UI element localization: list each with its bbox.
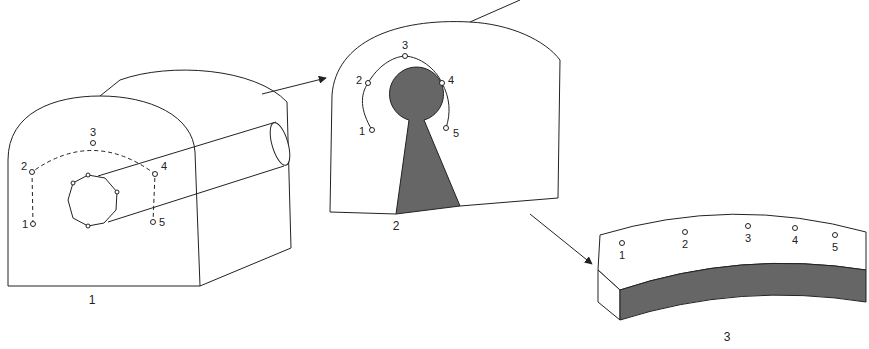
point-number: 3 bbox=[402, 40, 408, 51]
point-number: 4 bbox=[161, 161, 167, 172]
point-number: 1 bbox=[359, 126, 365, 137]
point-number: 1 bbox=[22, 219, 28, 230]
point-number: 2 bbox=[682, 239, 688, 250]
point-number: 4 bbox=[448, 75, 454, 86]
point-number: 5 bbox=[453, 128, 459, 139]
point-number: 2 bbox=[356, 75, 362, 86]
point-number: 5 bbox=[159, 217, 165, 228]
panel-number: 3 bbox=[724, 331, 731, 343]
point-number: 5 bbox=[832, 242, 838, 253]
point-number: 4 bbox=[792, 235, 798, 246]
unrolled-slab bbox=[598, 214, 866, 320]
tunnel-block bbox=[8, 70, 294, 286]
cut-block bbox=[330, 0, 560, 214]
point-number: 2 bbox=[21, 161, 27, 172]
panel-number: 2 bbox=[393, 220, 400, 232]
point-number: 3 bbox=[90, 127, 96, 138]
panel-number: 1 bbox=[89, 294, 96, 306]
point-number: 1 bbox=[619, 250, 625, 261]
point-number: 3 bbox=[745, 233, 751, 244]
step-arrow bbox=[262, 78, 592, 264]
